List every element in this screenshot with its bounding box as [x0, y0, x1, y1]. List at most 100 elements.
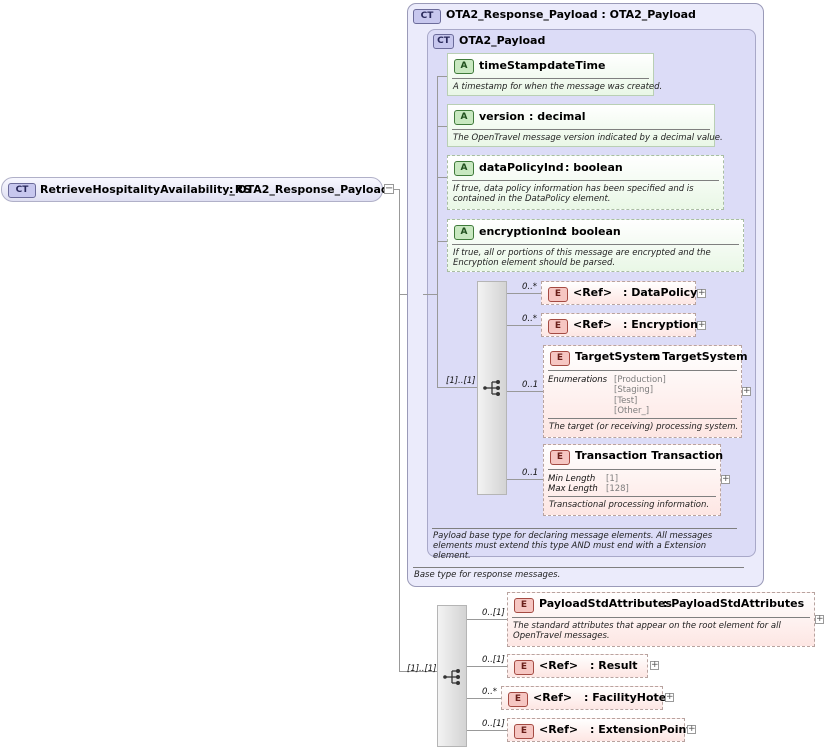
element-doc: The target (or receiving) processing sys… — [549, 422, 739, 432]
element-icon: E — [548, 287, 568, 302]
complex-type-icon: CT — [433, 34, 454, 49]
sequence-compositor[interactable] — [437, 605, 467, 747]
attribute-name: timeStamp — [479, 59, 547, 72]
expand-icon[interactable]: + — [815, 614, 824, 624]
element-type: : PayloadStdAttributes — [663, 597, 805, 610]
facet-value: [Staging] — [614, 385, 654, 395]
connector — [507, 391, 543, 392]
attribute-type: : decimal — [529, 110, 586, 123]
connector — [437, 177, 447, 178]
attribute-type: : boolean — [565, 161, 623, 174]
attribute-doc: If true, all or portions of this message… — [453, 248, 711, 268]
element-icon: E — [550, 450, 570, 465]
divider — [413, 567, 744, 568]
element-icon: E — [550, 351, 570, 366]
attribute-type: : dateTime — [539, 59, 606, 72]
divider — [432, 528, 737, 529]
attribute-doc: The OpenTravel message version indicated… — [453, 133, 723, 143]
attribute-encryptionind[interactable]: A encryptionInd : boolean If true, all o… — [447, 219, 744, 272]
element-name: TargetSystem — [575, 350, 661, 363]
element-icon: E — [508, 692, 528, 707]
expand-icon[interactable]: + — [650, 660, 659, 670]
element-type: : ExtensionPoint — [590, 723, 692, 736]
element-name: <Ref> — [539, 723, 579, 736]
divider — [452, 129, 710, 130]
element-name: PayloadStdAttributes — [539, 597, 672, 610]
element-cardinality: 0..* — [522, 282, 538, 292]
attribute-timestamp[interactable]: A timeStamp : dateTime A timestamp for w… — [447, 53, 662, 96]
divider — [548, 469, 716, 470]
expand-icon[interactable]: + — [721, 474, 730, 484]
facet-value: [Production] — [614, 375, 666, 385]
connector — [437, 76, 447, 77]
connector — [399, 189, 400, 671]
element-transaction[interactable]: E Transaction : Transaction Min Length [… — [543, 444, 723, 516]
element-cardinality: 0..[1] — [482, 719, 505, 729]
expand-icon[interactable]: + — [742, 386, 751, 396]
attribute-name: dataPolicyInd — [479, 161, 564, 174]
element-payloadstdattributes[interactable]: E PayloadStdAttributes : PayloadStdAttri… — [507, 592, 815, 647]
root-element-name: RetrieveHospitalityAvailability_RS — [40, 183, 252, 196]
attribute-icon: A — [454, 59, 474, 74]
root-element[interactable]: CT RetrieveHospitalityAvailability_RS : … — [1, 177, 389, 202]
complex-type-icon: CT — [8, 183, 36, 198]
sequence-icon — [443, 669, 460, 685]
connector — [437, 76, 438, 387]
facet-value: [1] — [606, 474, 619, 484]
divider — [452, 244, 739, 245]
element-ref-result[interactable]: E <Ref> : Result — [507, 654, 648, 678]
attribute-name: encryptionInd — [479, 225, 566, 238]
element-doc: Transactional processing information. — [549, 500, 710, 510]
attribute-doc: If true, data policy information has bee… — [453, 184, 694, 204]
element-type: : DataPolicy — [623, 286, 698, 299]
attribute-name: version — [479, 110, 525, 123]
element-cardinality: 0..1 — [522, 380, 539, 390]
divider — [548, 418, 737, 419]
payload-doc: Payload base type for declaring message … — [433, 531, 713, 561]
divider — [452, 78, 649, 79]
connector — [437, 387, 477, 388]
connector — [399, 294, 407, 295]
divider — [548, 496, 716, 497]
response-payload-doc: Base type for response messages. — [414, 570, 561, 580]
element-name: <Ref> — [533, 691, 573, 704]
divider — [512, 617, 810, 618]
divider — [452, 180, 719, 181]
payload-title: OTA2_Payload — [459, 34, 546, 47]
complex-type-icon: CT — [413, 9, 441, 24]
connector — [507, 293, 541, 294]
sequence-compositor[interactable] — [477, 281, 507, 495]
element-cardinality: 0..1 — [522, 468, 539, 478]
connector — [507, 325, 541, 326]
divider — [548, 370, 737, 371]
element-targetsystem[interactable]: E TargetSystem : TargetSystem Enumeratio… — [543, 345, 748, 438]
element-ref-facilityhotel[interactable]: E <Ref> : FacilityHotel — [501, 686, 670, 710]
element-name: Transaction — [575, 449, 647, 462]
expand-icon[interactable]: + — [697, 288, 706, 298]
collapse-icon[interactable]: − — [384, 183, 394, 194]
connector — [437, 126, 447, 127]
expand-icon[interactable]: + — [697, 320, 706, 330]
connector — [467, 619, 507, 620]
expand-icon[interactable]: + — [687, 724, 696, 734]
attribute-version[interactable]: A version : decimal The OpenTravel messa… — [447, 104, 723, 147]
attribute-icon: A — [454, 161, 474, 176]
attribute-datapolicyind[interactable]: A dataPolicyInd : boolean If true, data … — [447, 155, 724, 210]
attribute-icon: A — [454, 225, 474, 240]
root-element-type: : OTA2_Response_Payload — [229, 183, 389, 196]
element-name: <Ref> — [573, 286, 613, 299]
connector — [394, 189, 400, 190]
element-name: <Ref> — [539, 659, 579, 672]
element-ref-encryption[interactable]: E <Ref> : Encryption — [541, 313, 698, 337]
sequence-cardinality: [1]..[1] — [407, 664, 437, 674]
element-ref-extensionpoint[interactable]: E <Ref> : ExtensionPoint — [507, 718, 692, 742]
element-name: <Ref> — [573, 318, 613, 331]
element-ref-datapolicy[interactable]: E <Ref> : DataPolicy — [541, 281, 698, 305]
attribute-type: : boolean — [563, 225, 621, 238]
attribute-icon: A — [454, 110, 474, 125]
element-cardinality: 0..[1] — [482, 655, 505, 665]
element-icon: E — [514, 724, 534, 739]
connector — [467, 730, 507, 731]
element-icon: E — [514, 598, 534, 613]
expand-icon[interactable]: + — [665, 692, 674, 702]
